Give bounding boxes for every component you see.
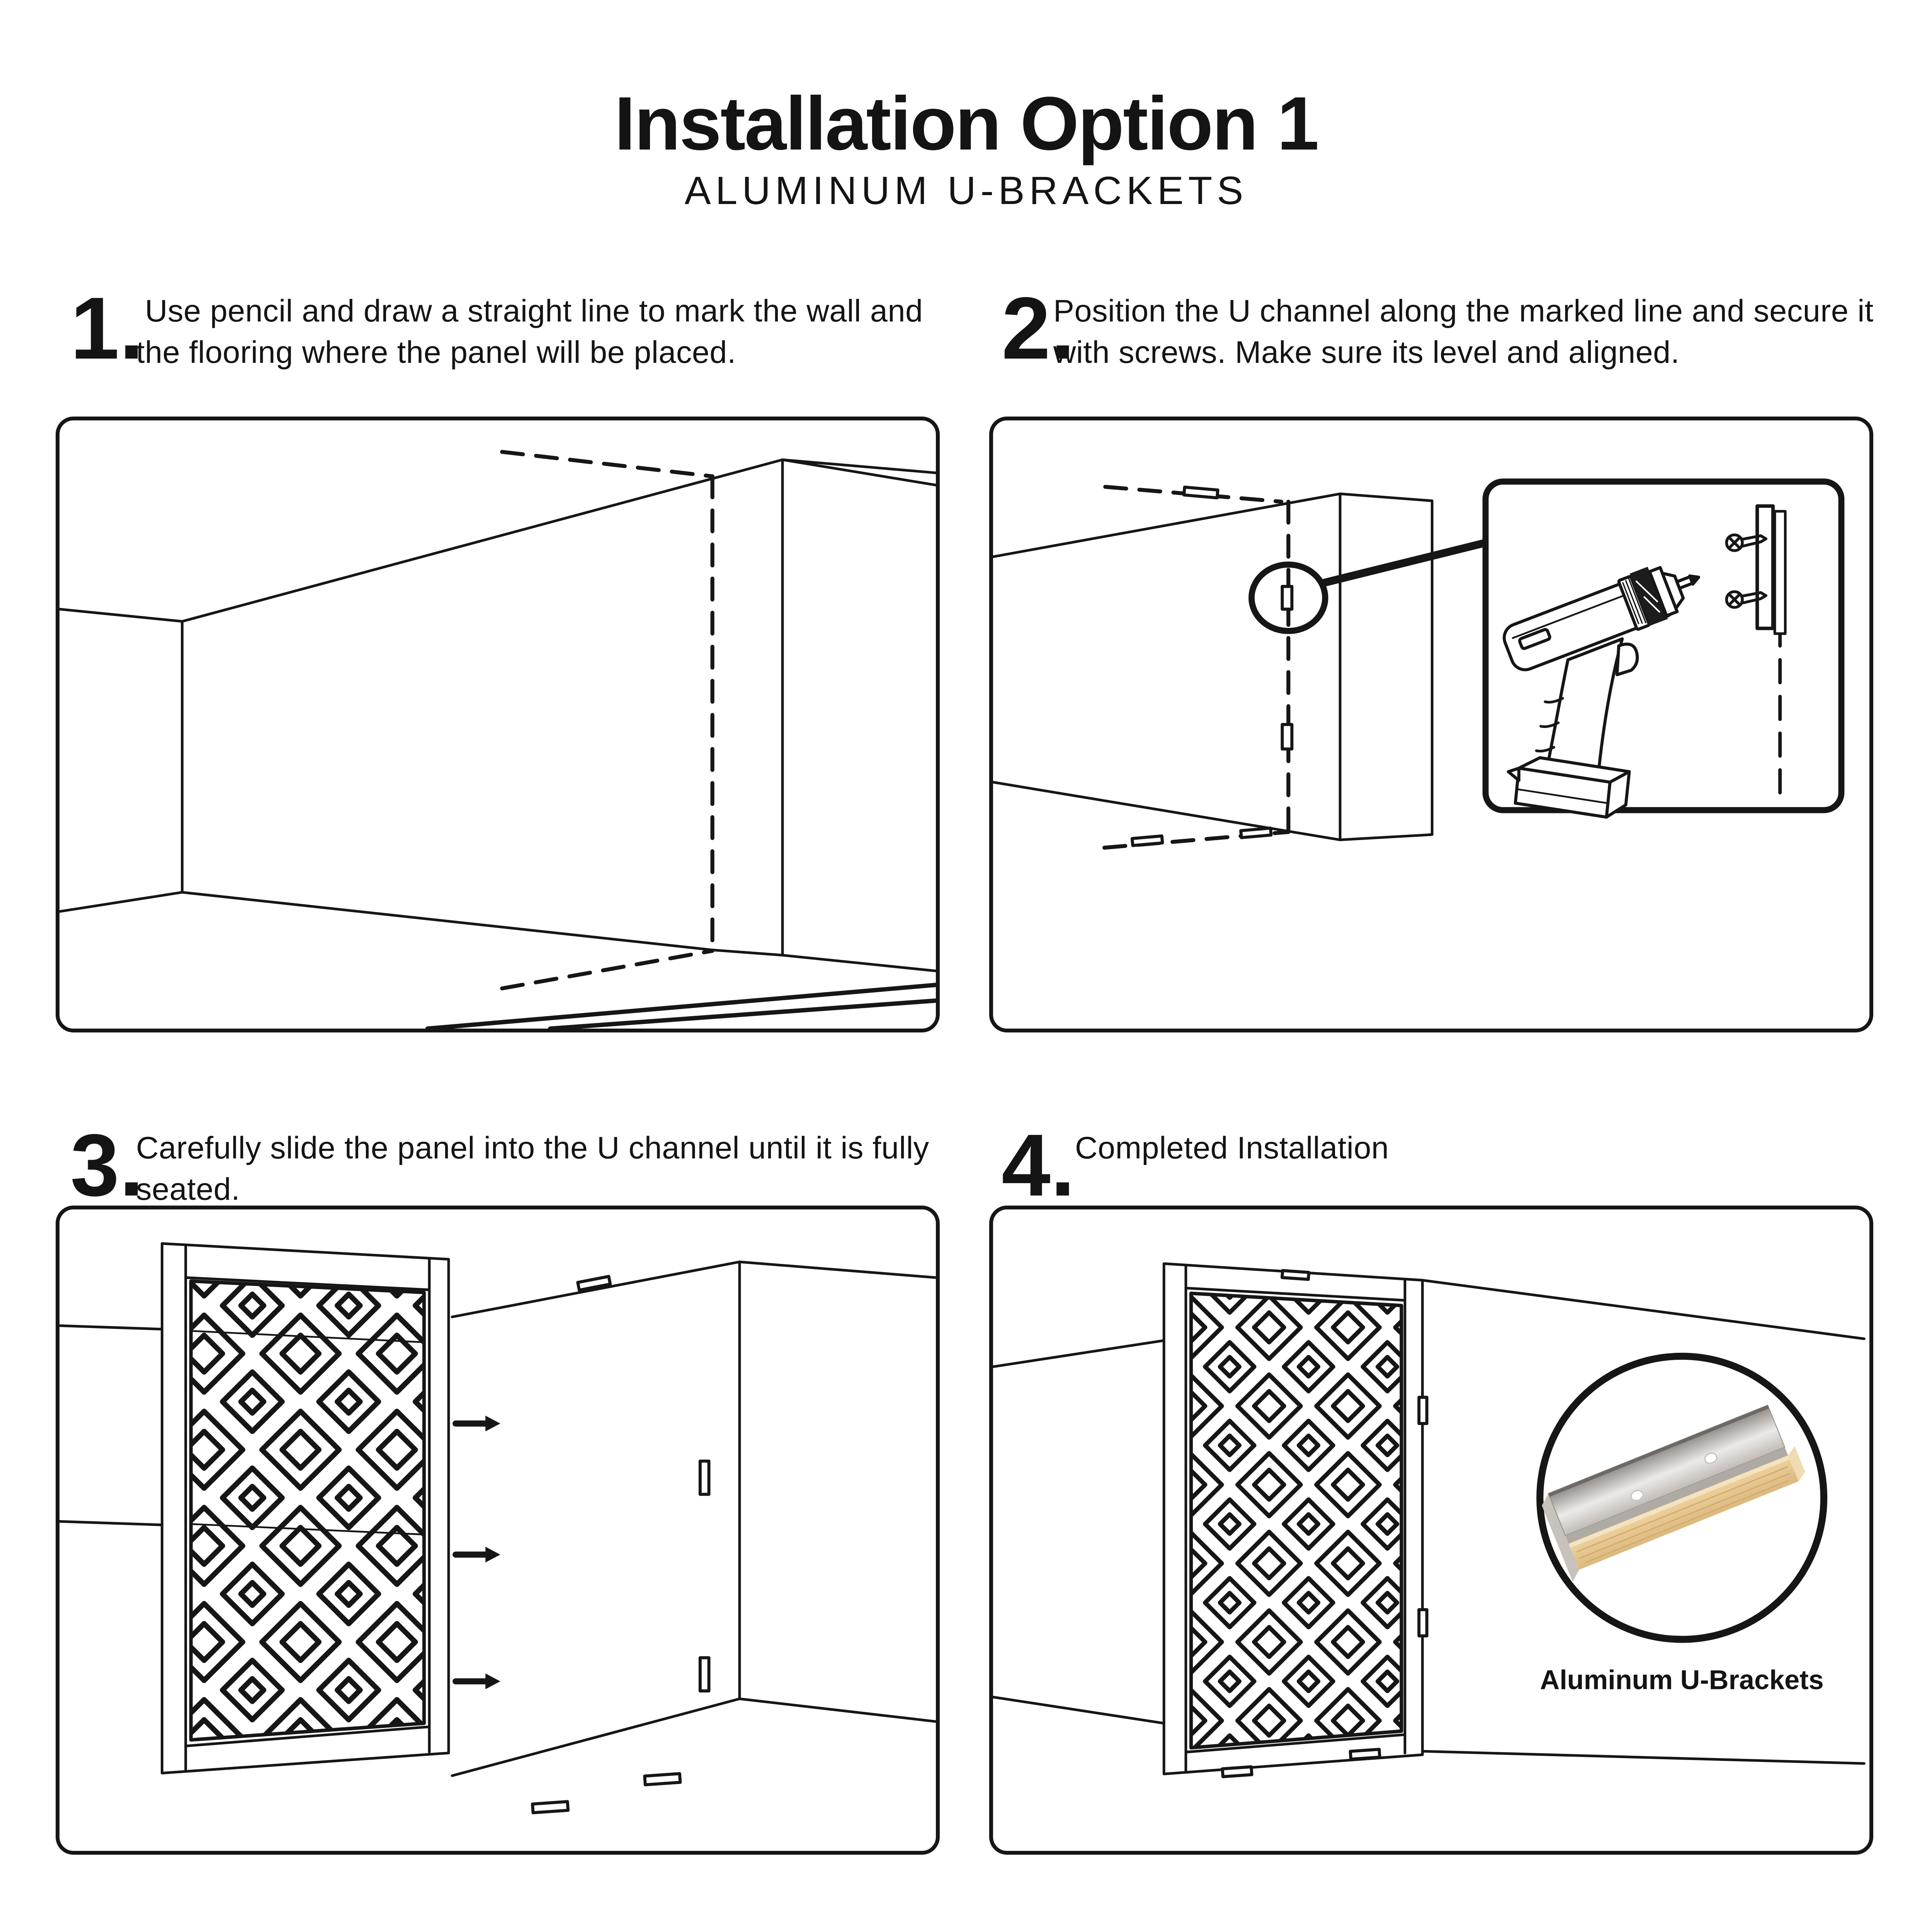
floor-lines (425, 983, 936, 1029)
step-2-number: 2. (1002, 279, 1075, 378)
figure-step2-bracket-install (989, 417, 1873, 1032)
figure-step1-room-marking (56, 417, 940, 1032)
room-outline (60, 458, 936, 973)
room-marking-diagram (60, 450, 936, 1029)
mounting-bracket-side (1755, 504, 1787, 635)
figure-step3-slide-panel (56, 1206, 940, 1855)
u-bracket-photo (1542, 1404, 1805, 1582)
page-title: Installation Option 1 (614, 81, 1319, 166)
inset-label: Aluminum U-Brackets (1540, 1665, 1824, 1695)
wall-brackets (531, 1275, 711, 1815)
step-1-number: 1. (70, 279, 144, 378)
screw-icon (1725, 590, 1768, 609)
wall-outline (451, 1260, 936, 1777)
panel-slide-diagram (60, 1242, 936, 1815)
wall-outline (1421, 1279, 1866, 1765)
marked-line-dashed (500, 450, 714, 991)
lattice-panel (1162, 1262, 1424, 1776)
wall-brackets (1221, 1269, 1429, 1778)
magnifier-circle (1248, 561, 1328, 634)
background-wall-lines (993, 1339, 1165, 1725)
step-4-instruction: Completed Installation (1075, 1131, 1389, 1165)
completed-install-diagram: Aluminum U-Brackets (993, 1262, 1866, 1778)
arrow-right-icon (452, 1546, 500, 1563)
arrow-right-icon (452, 1673, 500, 1689)
bracket-install-diagram (993, 478, 1845, 850)
page-subtitle: ALUMINUM U-BRACKETS (684, 168, 1248, 213)
figure-step4-completed: Aluminum U-Brackets (989, 1206, 1873, 1855)
screw-icon (1725, 533, 1768, 552)
wall-outline (993, 492, 1434, 841)
marked-line-dashed (1102, 485, 1291, 850)
step-2-instruction: Position the U channel along the marked … (1053, 294, 1874, 370)
drill-illustration (1502, 566, 1701, 819)
step-4-number: 4. (1002, 1116, 1075, 1214)
callout-line (1319, 539, 1490, 587)
step-3-number: 3. (70, 1116, 144, 1214)
step-1-instruction: Use pencil and draw a straight line to m… (136, 294, 923, 370)
lattice-panel (160, 1242, 450, 1775)
arrow-right-icon (452, 1415, 500, 1432)
wall-brackets (1130, 485, 1294, 847)
step-3-instruction: Carefully slide the panel into the U cha… (136, 1131, 929, 1207)
